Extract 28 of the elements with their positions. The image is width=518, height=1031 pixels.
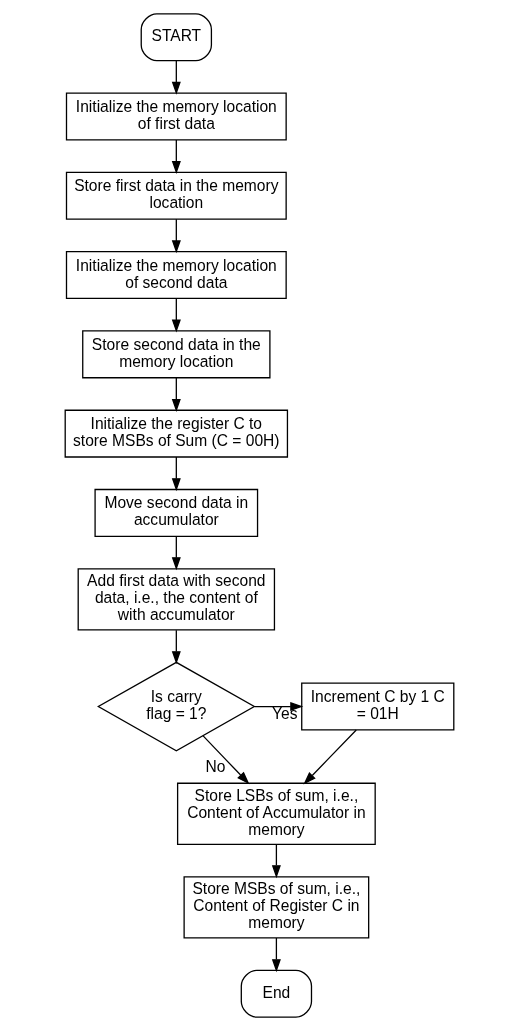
arrow — [271, 843, 281, 879]
node-box: Move second data in accumulator — [93, 488, 258, 537]
node-box: Initialize the memory location of first data — [65, 92, 287, 141]
edge-label: No — [204, 758, 225, 776]
arrow — [171, 218, 181, 254]
node-box: Add first data with second data, i.e., the content of with accumulator — [77, 568, 275, 631]
arrow — [171, 139, 181, 175]
arrow — [202, 735, 249, 785]
arrow — [302, 729, 357, 785]
arrow — [171, 377, 181, 412]
node-box: START — [140, 13, 212, 62]
node-box: Increment C by 1 C = 01H — [300, 682, 454, 731]
node-diamond: Is carry flag = 1? — [96, 661, 256, 752]
node-box: Store LSBs of sum, i.e., Content of Accumulator in memory — [176, 782, 376, 845]
node-box: Initialize the memory location of second data — [65, 251, 287, 300]
arrow — [271, 937, 281, 973]
node-box: End — [240, 969, 312, 1018]
edge-label: Yes — [271, 705, 298, 723]
arrow — [171, 536, 181, 571]
node-box: Initialize the register C to store MSBs of Sum (C = 00H) — [64, 409, 288, 458]
node-box: Store second data in the memory location — [81, 330, 271, 379]
node-box: Store first data in the memory location — [65, 171, 287, 220]
arrow — [171, 456, 181, 492]
arrow — [171, 60, 181, 95]
arrow — [171, 297, 181, 333]
node-box: Store MSBs of sum, i.e., Content of Register C in memory — [182, 876, 369, 939]
arrow — [171, 629, 181, 665]
arrow — [253, 702, 303, 712]
